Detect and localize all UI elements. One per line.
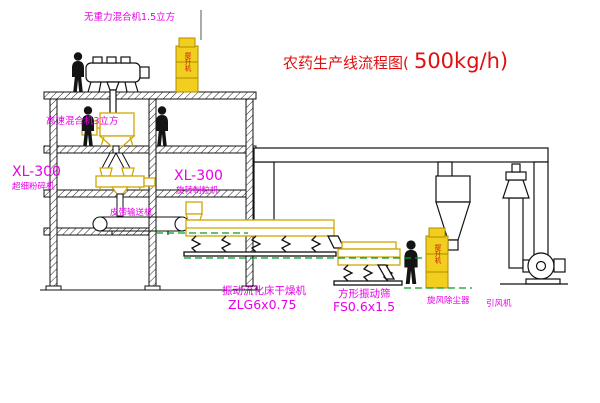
title-text: 农药生产线流程图( xyxy=(283,54,409,72)
gravity-free-mixer xyxy=(85,56,150,115)
screen-name-label: 方形振动筛 xyxy=(338,287,391,300)
pulverizer-name-label: 超细粉碎机 xyxy=(12,181,55,192)
worker-icon xyxy=(72,52,84,92)
cyclone-separator xyxy=(435,175,471,251)
bucket-elevator-1-label: 提升机 xyxy=(183,51,191,73)
title-capacity: 500kg/h) xyxy=(414,49,508,73)
fan-label: 引风机 xyxy=(486,298,512,309)
bucket-elevator-2-label: 提升机 xyxy=(433,243,441,265)
worker-icon xyxy=(404,240,418,284)
pulverizer-model-label: XL-300 xyxy=(12,164,61,180)
exhaust-stack xyxy=(502,163,530,269)
screen-model-label: FS0.6x1.5 xyxy=(333,299,395,314)
foundation-lines xyxy=(156,232,472,289)
worker-icon xyxy=(156,106,168,146)
dryer-name-label: 振动流化床干燥机 xyxy=(222,284,306,297)
bucket-elevator-1 xyxy=(175,37,199,93)
dryer-model-label: ZLG6x0.75 xyxy=(228,297,296,312)
mixer1-label: 无重力混合机1.5立方 xyxy=(84,11,175,23)
granulator-drop-pipe xyxy=(116,193,124,217)
induced-draft-fan xyxy=(500,252,568,285)
rotary-granulator xyxy=(95,167,156,195)
mixer2-label: 高速混合机3立方 xyxy=(46,115,119,127)
granulator-model-label: XL-300 xyxy=(174,168,223,184)
cyclone-label: 旋风除尘器 xyxy=(427,295,470,306)
exhaust-duct xyxy=(253,147,549,257)
fluid-bed-dryer xyxy=(183,201,346,257)
belt-conveyor-label: 皮带输送机 xyxy=(110,207,153,218)
granulator-name-label: 旋转制粒机 xyxy=(176,185,219,196)
diagram-title: 农药生产线流程图( 500kg/h) xyxy=(283,49,508,73)
vibrating-screen xyxy=(333,241,403,286)
